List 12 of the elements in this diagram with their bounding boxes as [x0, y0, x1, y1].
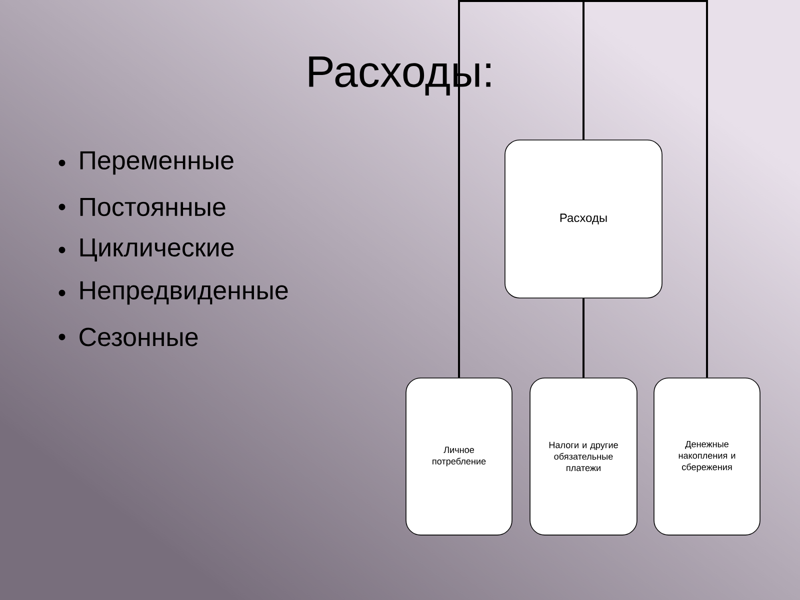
bullet-item: Переменные — [58, 151, 234, 175]
rounded-box: Личное потребление — [406, 378, 512, 536]
rounded-box: Расходы — [504, 140, 662, 298]
bullet-item: Постоянные — [58, 198, 226, 216]
bullet-item: Сезонные — [58, 328, 198, 346]
connector-line — [582, 0, 708, 378]
rounded-box: Денежные накопления и сбережения — [654, 378, 760, 536]
connector-line — [458, 0, 584, 378]
bullet-item: Циклические — [58, 238, 234, 262]
bullet-item: Непредвиденные — [58, 281, 288, 305]
connector-line — [582, 298, 584, 378]
rounded-box: Налоги и другие обязательные платежи — [530, 378, 638, 536]
